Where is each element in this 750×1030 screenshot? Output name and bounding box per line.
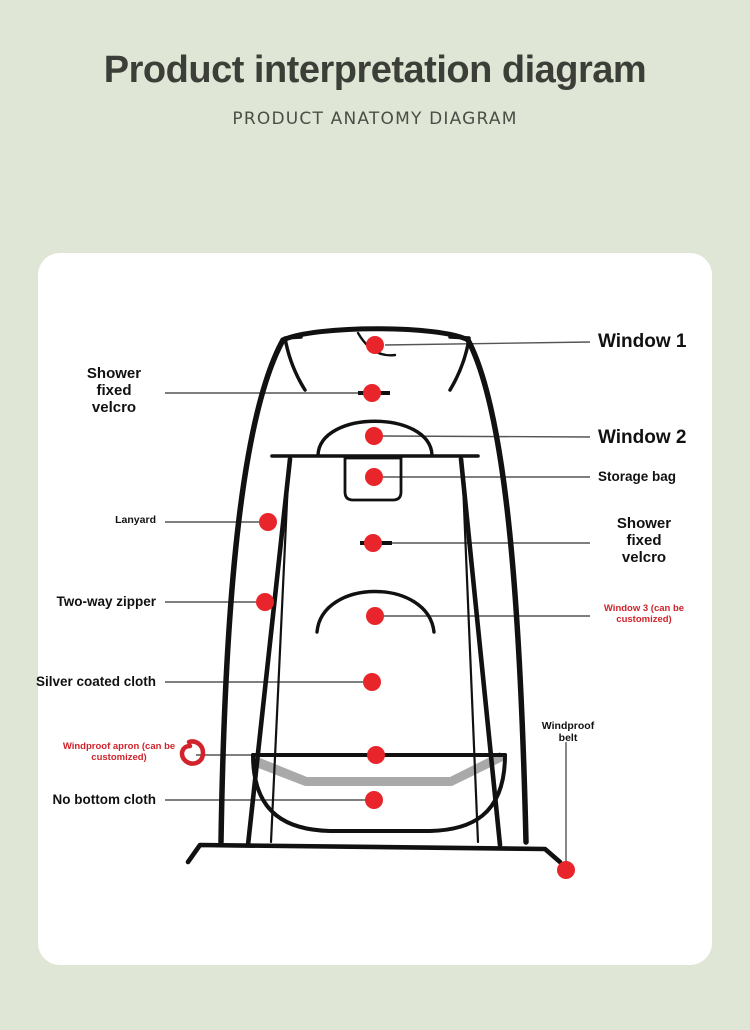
label-windproof-apron: Windproof apron (can be customized) <box>62 741 176 763</box>
label-lanyard: Lanyard <box>115 514 156 526</box>
page-subtitle: PRODUCT ANATOMY DIAGRAM <box>232 108 518 129</box>
label-shower-fixed-velcro-left: Shower fixed velcro <box>86 365 142 416</box>
page-title: Product interpretation diagram <box>103 49 647 91</box>
label-silver-coated-cloth: Silver coated cloth <box>35 674 156 689</box>
label-windproof-belt: Windproof belt <box>541 720 595 744</box>
page-header: Product interpretation diagram PRODUCT A… <box>0 0 750 129</box>
label-window-3: Window 3 (can be customized) <box>603 603 685 625</box>
label-shower-fixed-velcro-right: Shower fixed velcro <box>616 515 672 566</box>
label-window-1: Window 1 <box>598 331 687 352</box>
label-window-2: Window 2 <box>598 427 687 448</box>
label-storage-bag: Storage bag <box>598 469 677 484</box>
label-no-bottom-cloth: No bottom cloth <box>52 792 156 807</box>
label-two-way-zipper: Two-way zipper <box>56 594 156 609</box>
